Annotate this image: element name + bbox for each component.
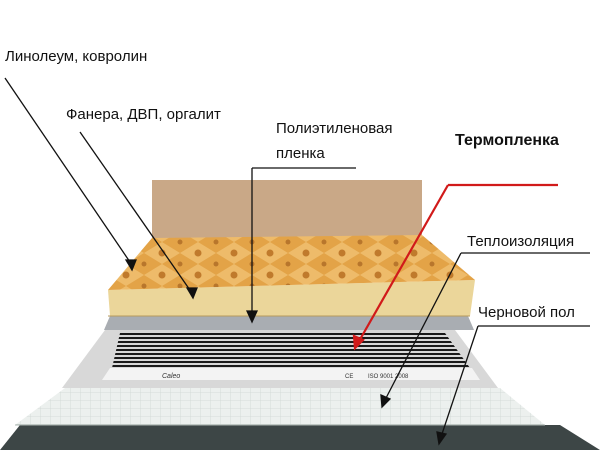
leader-thermofilm [357, 184, 449, 344]
label-insulation: Теплоизоляция [467, 233, 575, 250]
insulation-layer [15, 388, 545, 425]
rough-floor-layer [0, 425, 600, 450]
thermofilm-stripes [112, 333, 470, 368]
label-rough-floor: Черновой пол [478, 304, 575, 321]
thermofilm-code-text: ISO 9001 2008 [368, 374, 409, 380]
leader-insulation [384, 252, 462, 401]
wall-panel [152, 180, 422, 240]
arrowhead [124, 259, 137, 272]
thermofilm-code-text: CE [345, 374, 353, 380]
linoleum-layer [108, 235, 475, 290]
plywood-layer [108, 280, 475, 316]
label-thermofilm: Термопленка [455, 132, 559, 149]
thermofilm-print-band [102, 368, 480, 380]
thermofilm-brand-text: Caleo [162, 373, 180, 380]
arrowhead [436, 431, 448, 446]
label-polyethylene-line1: Полиэтиленовая [276, 120, 393, 137]
label-linoleum: Линолеум, ковролин [5, 48, 148, 65]
label-plywood: Фанера, ДВП, оргалит [66, 106, 221, 123]
leader-plywood [79, 131, 193, 294]
label-polyethylene-line2: пленка [276, 145, 325, 162]
leader-rough-floor [440, 325, 479, 438]
arrowhead [245, 310, 259, 324]
arrowhead [380, 393, 392, 409]
arrowhead [185, 287, 198, 300]
polyethylene-layer [104, 316, 474, 330]
arrowhead [352, 334, 365, 351]
leader-linoleum [4, 77, 133, 266]
